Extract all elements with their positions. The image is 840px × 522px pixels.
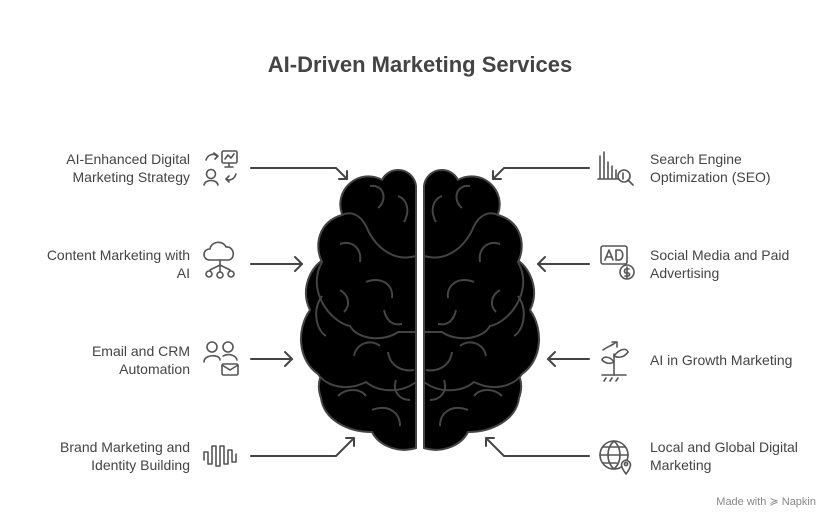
globe-pin-icon <box>599 440 632 475</box>
arrow-right-2 <box>537 256 590 272</box>
label-line: Email and CRM <box>91 343 190 359</box>
soundwave-icon <box>203 445 237 467</box>
brain-left-hemisphere: .lh .t{fill:#79dbfc}.lh .u{fill:#ccf56e}… <box>299 169 417 451</box>
label-line: Social Media and Paid <box>650 247 790 263</box>
label-line: Local and Global Digital <box>650 439 798 455</box>
label-growth-marketing: AI in Growth Marketing <box>650 351 840 369</box>
arrow-left-2 <box>250 256 303 272</box>
arrow-right-3 <box>547 351 590 367</box>
strategy-icon <box>203 150 238 186</box>
cloud-network-icon <box>203 241 235 279</box>
label-line: Automation <box>119 361 190 377</box>
growth-plant-icon <box>601 341 629 382</box>
users-mail-icon <box>203 341 239 376</box>
ad-dollar-icon <box>600 245 635 280</box>
napkin-watermark: Made with ≽ Napkin <box>716 496 816 508</box>
arrow-left-3 <box>250 351 293 367</box>
arrow-right-4 <box>485 437 590 457</box>
label-line: AI-Enhanced Digital <box>66 151 190 167</box>
label-line: Marketing Strategy <box>72 169 191 185</box>
label-line: Optimization (SEO) <box>650 169 771 185</box>
arrow-left-4 <box>250 437 355 457</box>
arrow-right-1 <box>492 167 590 180</box>
label-line: Marketing <box>650 457 712 473</box>
label-line: Brand Marketing and <box>60 439 190 455</box>
brain-right-hemisphere <box>423 169 541 451</box>
label-line: Search Engine <box>650 151 742 167</box>
label-line: Content Marketing with <box>46 247 190 263</box>
arrow-left-1 <box>250 167 348 180</box>
label-line: AI <box>176 265 190 281</box>
label-line: AI in Growth Marketing <box>650 352 793 368</box>
label-email-crm: Email and CRM Automation <box>0 342 190 378</box>
page-title: AI-Driven Marketing Services <box>267 52 573 77</box>
label-line: Advertising <box>650 265 720 281</box>
seo-chart-icon <box>597 151 634 186</box>
label-line: Identity Building <box>91 457 190 473</box>
